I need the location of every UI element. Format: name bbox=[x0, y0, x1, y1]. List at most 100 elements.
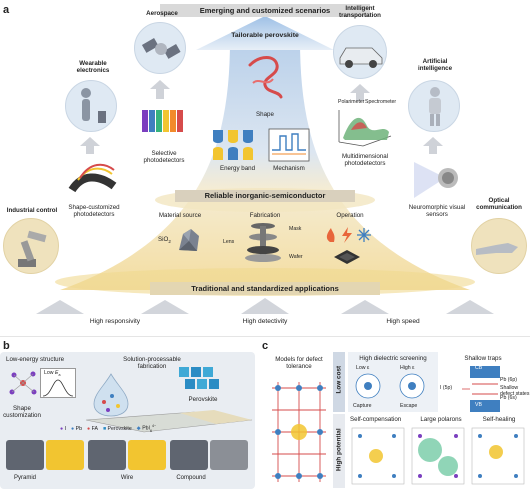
fire-icon bbox=[326, 228, 335, 242]
i5p-label: I (5p) bbox=[440, 385, 453, 391]
panel-c-letter: c bbox=[262, 340, 269, 352]
satellite-icon bbox=[141, 38, 181, 59]
high-eps-label: High ε bbox=[400, 365, 415, 371]
neuromorphic-array-icon bbox=[414, 162, 458, 198]
solution-label: Solution-processable fabrication bbox=[123, 356, 181, 371]
wire-tile-dark bbox=[88, 440, 126, 470]
tile-label-compound: Compound bbox=[176, 475, 206, 481]
optical-label: Optical communication bbox=[476, 197, 522, 212]
escape-label: Escape bbox=[400, 403, 418, 409]
legend-i: ● I bbox=[60, 425, 67, 432]
industrial-label: Industrial control bbox=[6, 207, 58, 214]
snowflake-icon bbox=[357, 228, 371, 242]
wafer-label: Wafer bbox=[289, 254, 303, 260]
pyramid-tile-yellow bbox=[46, 440, 84, 470]
bottom-arrows bbox=[36, 298, 494, 314]
mid-banner: Reliable inorganic-semiconductor bbox=[175, 190, 355, 202]
person-icon bbox=[81, 88, 106, 123]
high-potential-bar bbox=[333, 414, 345, 488]
top-banner: Emerging and customized scenarios bbox=[160, 4, 370, 17]
fabrication-label: Fabrication bbox=[249, 212, 281, 219]
neuromorphic-label: Neuromorphic visual sensors bbox=[408, 204, 466, 219]
lattice-icon bbox=[272, 382, 326, 482]
energy-band-icon bbox=[213, 130, 253, 160]
capture-label: Capture bbox=[353, 403, 372, 409]
industrial-circle bbox=[3, 218, 59, 274]
aerospace-circle bbox=[134, 22, 186, 74]
low-cost-label: Low cost bbox=[335, 365, 343, 394]
legend-pbi: ◆ PbI64− bbox=[136, 424, 157, 433]
legend-fa: ● FA bbox=[87, 425, 98, 432]
energy-band-label: Energy band bbox=[219, 165, 256, 172]
humanoid-robot-icon bbox=[429, 87, 441, 126]
operation-label: Operation bbox=[336, 212, 364, 219]
intelligent-label: Intelligent transportation bbox=[339, 5, 381, 20]
lens-label: Lens bbox=[223, 239, 235, 245]
multidim-plot-icon bbox=[338, 110, 392, 147]
defect-grids-icon bbox=[351, 427, 525, 485]
low-ea-label: Low Ea bbox=[44, 370, 61, 378]
cb-label: CB bbox=[475, 365, 483, 371]
shape-customization-label: Shape customization bbox=[3, 405, 41, 420]
wearable-circle bbox=[65, 80, 117, 132]
aerospace-label: Aerospace bbox=[146, 10, 178, 17]
fabrication-stack-icon bbox=[245, 223, 281, 262]
self-comp-label: Self-compensation bbox=[350, 416, 402, 423]
shallow-defect-label: Shallow defect states bbox=[500, 385, 530, 397]
robotic-hand-icon bbox=[476, 243, 518, 255]
material-source-label: Material source bbox=[158, 212, 202, 219]
shape-customized-label: Shape-customized photodetectors bbox=[68, 204, 120, 219]
car-icon bbox=[339, 47, 383, 68]
chip-icon bbox=[334, 250, 360, 264]
mechanism-icon bbox=[268, 128, 310, 162]
screening-circles-icon bbox=[355, 373, 425, 399]
energy-curve-icon bbox=[42, 379, 74, 397]
mask-label: Mask bbox=[289, 226, 302, 232]
shape-ribbon-icon bbox=[248, 56, 283, 99]
perovskite-crystal-icon bbox=[179, 367, 219, 389]
low-eps-label: Low ε bbox=[356, 365, 370, 371]
wire-tile-yellow bbox=[128, 440, 166, 470]
substrate-icon bbox=[85, 410, 253, 433]
wearable-label: Wearable electronics bbox=[76, 60, 110, 75]
low-energy-label: Low-energy structure bbox=[6, 356, 65, 363]
pb6s-label: Pb (6s) bbox=[500, 395, 517, 401]
sio2-label: SiO2 bbox=[158, 236, 171, 245]
lightning-icon bbox=[342, 227, 352, 243]
high-potential-label: High potential bbox=[335, 428, 343, 471]
polarimeter-label: Polarimeter bbox=[338, 99, 365, 105]
high-speed-label: High speed bbox=[386, 318, 420, 325]
intelligent-arrow bbox=[350, 84, 370, 101]
selective-label: Selective photodetectors bbox=[143, 150, 185, 165]
panel-a-letter: a bbox=[3, 4, 10, 16]
multidimensional-label: Multidimensional photodetectors bbox=[341, 153, 389, 168]
legend-pb: ● Pb bbox=[71, 425, 82, 432]
aerospace-arrow bbox=[150, 80, 170, 99]
high-detectivity-label: High detectivity bbox=[242, 318, 288, 325]
perovskite-title: Tailorable perovskite bbox=[231, 32, 299, 39]
tile-label-wire: Wire bbox=[120, 475, 134, 481]
models-label: Models for defect tolerance bbox=[275, 356, 323, 371]
artificial-label: Artificial intelligence bbox=[417, 58, 453, 73]
shape-label: Shape bbox=[256, 111, 274, 118]
optical-circle bbox=[471, 218, 527, 274]
compound-tile-dark bbox=[170, 440, 208, 470]
mechanism-label: Mechanism bbox=[273, 165, 305, 172]
legend: ● I ● Pb ● FA ■ Perovskite ◆ PbI64− bbox=[60, 424, 255, 434]
quartz-rock-icon bbox=[179, 229, 199, 251]
vb-label: VB bbox=[475, 402, 482, 408]
high-responsivity-label: High responsivity bbox=[89, 318, 141, 325]
pb6p-label: Pb (6p) bbox=[500, 377, 518, 383]
self-healing-label: Self-healing bbox=[482, 416, 516, 423]
rainbow-detector-icon bbox=[142, 110, 183, 132]
perovskite-label: Perovskite bbox=[188, 396, 218, 403]
legend-perovskite: ■ Perovskite bbox=[102, 425, 132, 432]
large-polarons-label: Large polarons bbox=[420, 416, 462, 423]
shallow-traps-label: Shallow traps bbox=[464, 355, 502, 362]
robot-arm-icon bbox=[18, 230, 47, 267]
band-diagram-icon bbox=[462, 366, 500, 412]
panel-b-letter: b bbox=[3, 340, 10, 352]
tile-label-pyramid: Pyramid bbox=[13, 475, 36, 481]
molecule-icon bbox=[9, 371, 37, 395]
intelligent-circle bbox=[333, 25, 387, 79]
